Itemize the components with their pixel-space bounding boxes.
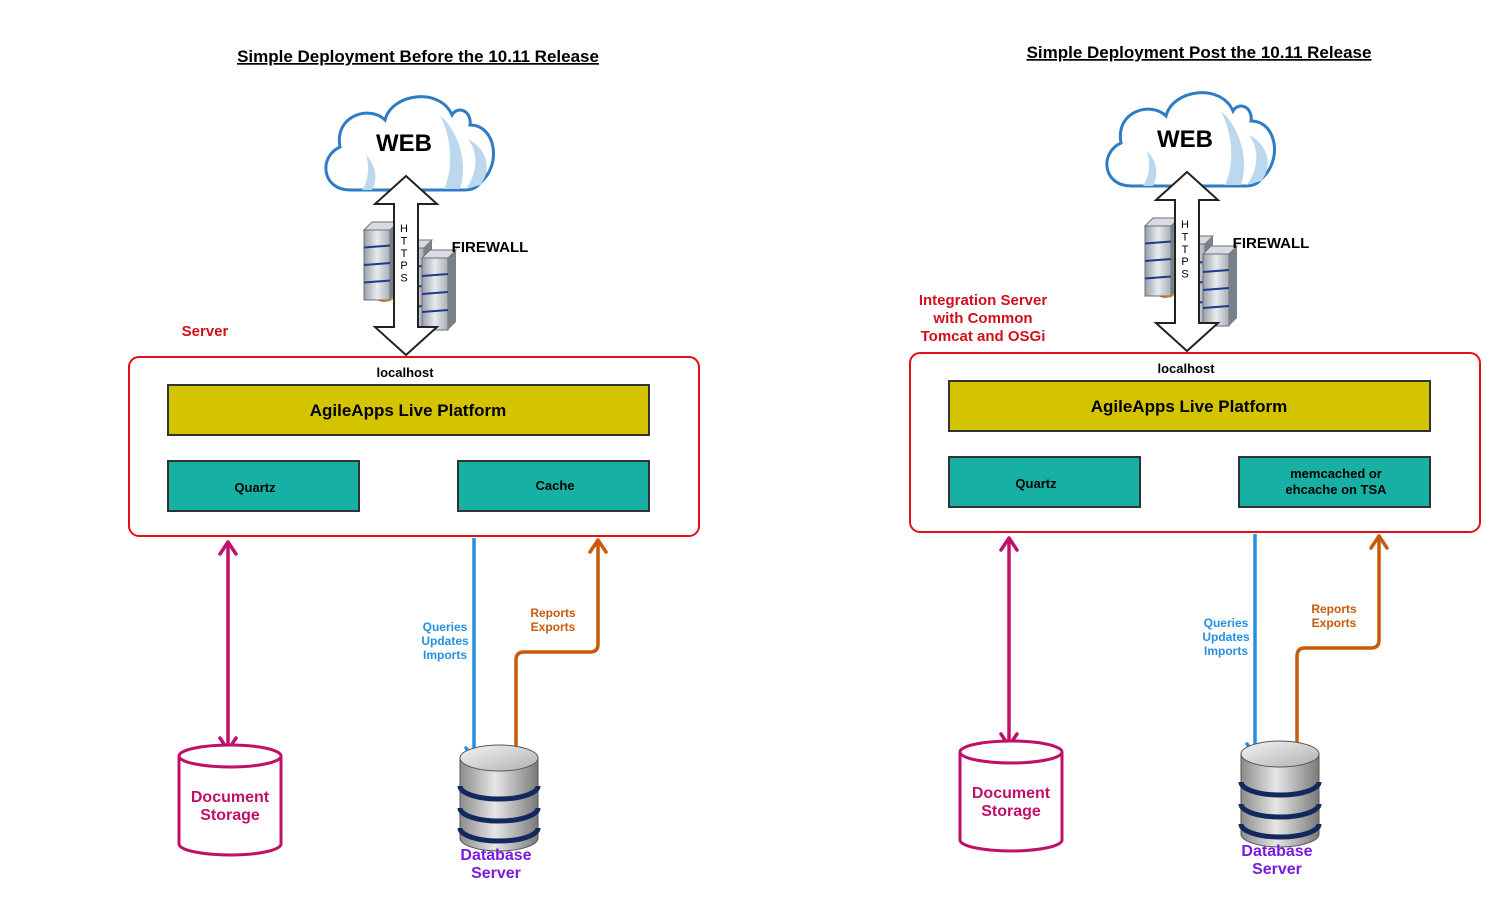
panel-title: Simple Deployment Post the 10.11 Release [1027, 43, 1372, 62]
cloud-label: WEB [1157, 126, 1213, 153]
server-label: Tomcat and OSGi [921, 328, 1046, 345]
platform-box [948, 380, 1431, 432]
component-box [948, 456, 1141, 508]
reports-label: Reports [530, 606, 576, 620]
queries-label: Imports [423, 648, 467, 662]
document-storage-label: Document [972, 785, 1051, 802]
document-storage-icon [958, 739, 1064, 853]
reports-arrow [1295, 538, 1381, 762]
platform-label: AgileApps Live Platform [1091, 397, 1287, 416]
server-label: Server [182, 323, 229, 340]
panel-post-10-11: Simple Deployment Post the 10.11 Release… [909, 43, 1481, 878]
platform-label: AgileApps Live Platform [310, 401, 506, 420]
component-box [457, 460, 650, 512]
document-storage-label: Storage [981, 803, 1041, 820]
https-letter: T [1182, 231, 1189, 243]
platform-box [167, 384, 650, 436]
https-letter: T [401, 248, 408, 260]
https-letter: H [1181, 219, 1189, 231]
document-storage-label: Storage [200, 807, 260, 824]
cloud-label: WEB [376, 130, 432, 157]
panel-before-10-11: Simple Deployment Before the 10.11 Relea… [128, 47, 700, 882]
queries-label: Updates [1202, 630, 1250, 644]
component-box [167, 460, 360, 512]
database-label: Server [471, 865, 521, 882]
component-box [1238, 456, 1431, 508]
reports-label: Exports [1312, 616, 1357, 630]
database-icon [1238, 740, 1322, 848]
queries-label: Queries [1204, 616, 1249, 630]
queries-label: Queries [423, 620, 468, 634]
firewall-label: FIREWALL [452, 239, 529, 256]
server-label: with Common [932, 310, 1032, 327]
https-letter: T [1182, 244, 1189, 256]
component-label: memcached or [1290, 466, 1382, 481]
component-label: ehcache on TSA [1285, 482, 1387, 497]
component-label: Cache [535, 478, 574, 493]
queries-label: Updates [421, 634, 469, 648]
panel-title: Simple Deployment Before the 10.11 Relea… [237, 47, 599, 66]
reports-arrow [514, 542, 600, 766]
document-storage-icon [177, 743, 283, 857]
server-label: Integration Server [919, 292, 1048, 309]
queries-label: Imports [1204, 644, 1248, 658]
https-letter: S [1181, 269, 1188, 281]
cloud-icon: WEB [1105, 91, 1276, 188]
https-arrow [372, 174, 440, 357]
component-label: Quartz [234, 480, 276, 495]
reports-label: Exports [531, 620, 576, 634]
cloud-icon: WEB [324, 95, 495, 192]
reports-label: Reports [1311, 602, 1357, 616]
component-label: Quartz [1015, 476, 1057, 491]
database-icon [457, 744, 541, 852]
database-label: Database [1241, 843, 1312, 860]
https-letter: T [401, 235, 408, 247]
https-letter: P [400, 260, 407, 272]
database-label: Server [1252, 861, 1302, 878]
database-label: Database [460, 847, 531, 864]
https-letter: S [400, 273, 407, 285]
https-letter: P [1181, 256, 1188, 268]
https-arrow [1153, 170, 1221, 353]
localhost-label: localhost [1157, 361, 1215, 376]
localhost-label: localhost [376, 365, 434, 380]
document-storage-label: Document [191, 789, 270, 806]
firewall-label: FIREWALL [1233, 235, 1310, 252]
https-letter: H [400, 223, 408, 235]
